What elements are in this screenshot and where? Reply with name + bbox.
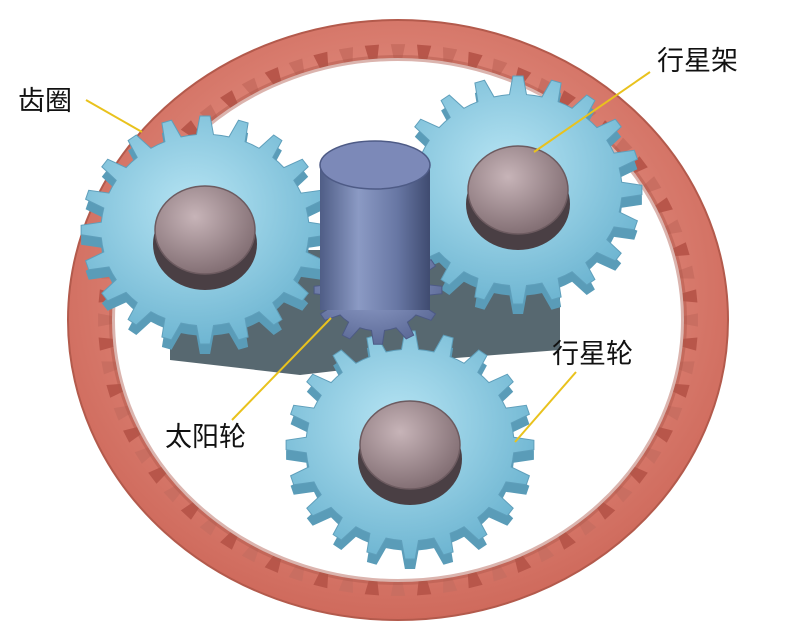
label-ring-gear: 齿圈 — [18, 86, 72, 117]
ring-tooth — [467, 51, 483, 70]
label-planet-gear: 行星轮 — [552, 339, 633, 370]
ring-tooth — [443, 47, 458, 65]
ring-tooth — [443, 575, 458, 593]
carrier-pin — [359, 400, 461, 490]
ring-tooth — [680, 337, 698, 351]
ring-tooth — [98, 313, 114, 327]
ring-tooth — [653, 426, 673, 443]
ring-tooth — [491, 58, 508, 77]
planet-top-left — [80, 115, 330, 354]
ring-tooth — [134, 446, 155, 464]
sun-gear — [313, 140, 443, 345]
ring-tooth — [671, 242, 690, 257]
ring-tooth — [596, 501, 616, 520]
ring-tooth — [641, 176, 662, 194]
ring-tooth — [682, 313, 698, 327]
ring-tooth — [148, 466, 168, 484]
ring-tooth — [313, 570, 329, 589]
ring-tooth — [264, 554, 282, 573]
ring-tooth — [180, 501, 200, 520]
ring-tooth — [123, 426, 143, 443]
ring-tooth — [106, 383, 125, 398]
ring-tooth — [557, 530, 576, 550]
ring-tooth — [288, 58, 305, 77]
ring-tooth — [671, 383, 690, 398]
ring-tooth — [577, 516, 597, 536]
label-carrier: 行星架 — [657, 46, 738, 77]
leader-ring-gear — [85, 99, 143, 133]
ring-tooth — [313, 51, 329, 70]
ring-tooth — [364, 578, 379, 596]
ring-tooth — [241, 543, 260, 563]
ring-tooth — [220, 530, 239, 550]
ring-tooth — [613, 137, 633, 156]
ring-tooth — [467, 570, 483, 589]
ring-tooth — [677, 265, 695, 279]
ring-tooth — [101, 361, 119, 375]
ring-tooth — [663, 405, 683, 421]
ring-gear-teeth — [98, 44, 698, 596]
ring-tooth — [390, 44, 406, 60]
ring-tooth — [220, 90, 239, 110]
ring-tooth — [663, 219, 683, 235]
ring-tooth — [677, 361, 695, 375]
ring-tooth — [653, 197, 673, 214]
ring-tooth — [264, 67, 282, 86]
ring-tooth — [613, 484, 633, 503]
carrier-pin — [467, 145, 569, 235]
planet-top-right — [393, 75, 643, 314]
ring-tooth — [680, 289, 698, 303]
ring-tooth — [180, 120, 200, 139]
leader-sun-gear — [231, 317, 332, 421]
ring-tooth — [98, 337, 116, 351]
ring-tooth — [338, 47, 353, 65]
ring-tooth — [390, 580, 406, 596]
ring-tooth — [628, 466, 648, 484]
ring-tooth — [536, 543, 555, 563]
ring-tooth — [199, 516, 219, 536]
ring-tooth — [241, 77, 260, 97]
planet-bottom — [285, 330, 535, 569]
labels: 齿圈 行星架 行星轮 太阳轮 — [18, 46, 738, 453]
ring-tooth — [364, 44, 379, 62]
ring-tooth — [113, 405, 133, 421]
carrier-pin — [154, 185, 256, 275]
leader-carrier — [533, 71, 651, 153]
ring-tooth — [338, 575, 353, 593]
ring-tooth — [417, 44, 432, 62]
ring-tooth — [491, 563, 508, 582]
planet-gears — [80, 75, 643, 569]
sun-shaft-top — [319, 140, 431, 190]
ring-tooth — [417, 578, 432, 596]
ring-tooth — [163, 484, 183, 503]
ring-tooth — [288, 563, 305, 582]
ring-gear-inner-shadow — [109, 55, 687, 585]
ring-tooth — [199, 104, 219, 124]
ring-tooth — [514, 554, 532, 573]
ring-tooth — [641, 446, 662, 464]
leader-planet-gear — [514, 371, 577, 443]
label-sun-gear: 太阳轮 — [165, 422, 246, 453]
